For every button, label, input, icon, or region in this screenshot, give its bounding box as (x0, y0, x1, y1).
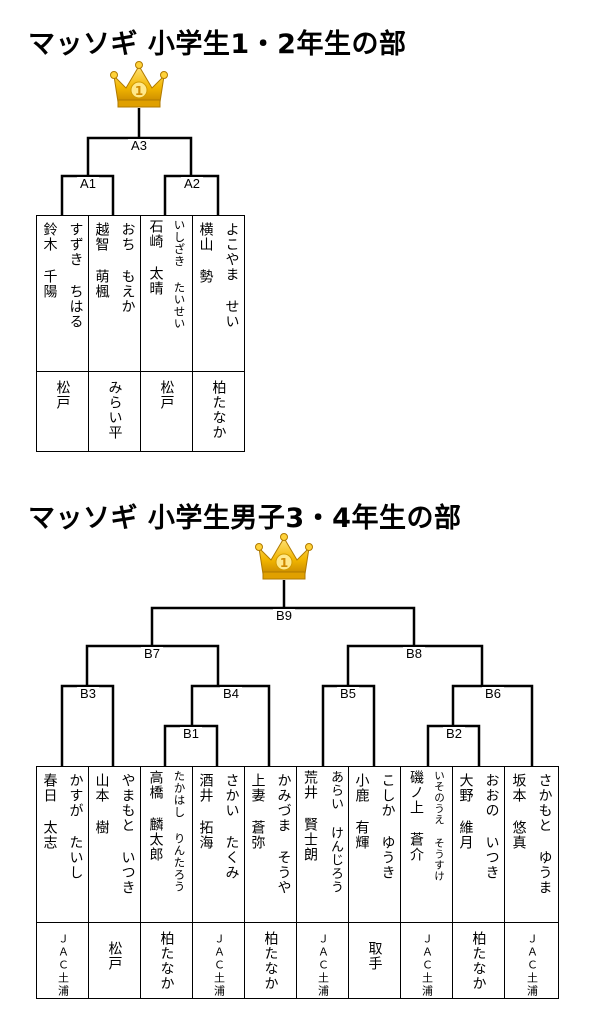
svg-text:1: 1 (280, 556, 288, 570)
player-club: みらい平 (106, 380, 123, 440)
player-club: 松戸 (54, 380, 71, 410)
player-name: 山本 樹 (93, 773, 110, 835)
match-label-b6: B6 (482, 687, 504, 701)
player-kana: おち もえか (119, 222, 136, 314)
match-label-b5: B5 (337, 687, 359, 701)
player-name: 横山 勢 (197, 222, 214, 284)
player-cell: いしざき たいせい 石崎 太晴 (140, 215, 193, 372)
crown-icon: 1 (255, 533, 313, 580)
player-cell: おち もえか 越智 萌楓 (88, 215, 141, 372)
player-club: ＪＡＣ土浦 (56, 933, 70, 998)
player-club: 松戸 (158, 380, 175, 410)
player-club: 柏たなか (158, 931, 175, 991)
roster-table-section1: すずき ちはる 鈴木 千陽 おち もえか 越智 萌楓 いしざき たいせい 石崎 … (36, 215, 245, 452)
match-label-b7: B7 (141, 647, 163, 661)
match-label-b3: B3 (77, 687, 99, 701)
match-label-b1: B1 (180, 727, 202, 741)
player-kana: あらい けんじろう (328, 770, 343, 894)
player-name: 鈴木 千陽 (41, 222, 58, 299)
player-club: ＪＡＣ土浦 (420, 933, 434, 998)
player-kana: いそのうえ そうすけ (433, 770, 445, 882)
player-club: 松戸 (106, 941, 123, 971)
match-label-b9: B9 (273, 609, 295, 623)
player-name: 磯ノ上 蒼介 (408, 770, 424, 862)
player-kana: よこやま せい (223, 222, 240, 329)
player-kana: さかもと ゆうま (536, 773, 553, 895)
crown-icon: 1 (110, 61, 168, 108)
player-kana: かみづま そうや (275, 773, 292, 895)
match-label-b4: B4 (220, 687, 242, 701)
player-kana: おおの いつき (483, 773, 500, 880)
player-kana: さかい たくみ (223, 773, 240, 880)
player-club: ＪＡＣ土浦 (316, 933, 330, 998)
player-club: 取手 (366, 941, 383, 971)
player-name: 荒井 賢士朗 (302, 770, 318, 862)
player-club: 柏たなか (470, 931, 487, 991)
player-kana: こしか ゆうき (379, 773, 396, 880)
player-kana: かすが たいし (67, 773, 84, 880)
player-club: ＪＡＣ土浦 (525, 933, 539, 998)
player-cell: よこやま せい 横山 勢 (192, 215, 245, 372)
match-label-b2: B2 (443, 727, 465, 741)
match-label-a2: A2 (181, 177, 203, 191)
player-name: 石崎 太晴 (147, 219, 164, 296)
player-cell: すずき ちはる 鈴木 千陽 (36, 215, 89, 372)
player-name: 小鹿 有輝 (353, 773, 370, 850)
player-name: 春日 太志 (41, 773, 58, 850)
player-name: 上妻 蒼弥 (249, 773, 266, 850)
section2-title: マッソギ 小学生男子3・4年生の部 (28, 503, 462, 534)
match-label-a1: A1 (77, 177, 99, 191)
player-name: 高橋 麟太郎 (147, 770, 164, 862)
svg-text:1: 1 (135, 84, 143, 98)
player-club: ＪＡＣ土浦 (212, 933, 226, 998)
player-club: 柏たなか (210, 380, 227, 440)
player-kana: たかはし りんたろう (172, 770, 187, 893)
player-name: 酒井 拓海 (197, 773, 214, 850)
match-label-b8: B8 (403, 647, 425, 661)
match-label-a3: A3 (128, 139, 150, 153)
section1-title: マッソギ 小学生1・2年生の部 (28, 29, 407, 60)
player-kana: やまもと いつき (119, 773, 136, 895)
player-name: 坂本 悠真 (510, 773, 527, 850)
player-kana: いしざき たいせい (172, 219, 187, 330)
player-name: 大野 維月 (457, 773, 474, 850)
roster-table-section2: かすが たいし 春日 太志 やまもと いつき 山本 樹 たかはし りんたろう 高… (36, 766, 559, 999)
player-kana: すずき ちはる (67, 222, 84, 329)
player-name: 越智 萌楓 (93, 222, 110, 299)
player-club: 柏たなか (262, 931, 279, 991)
